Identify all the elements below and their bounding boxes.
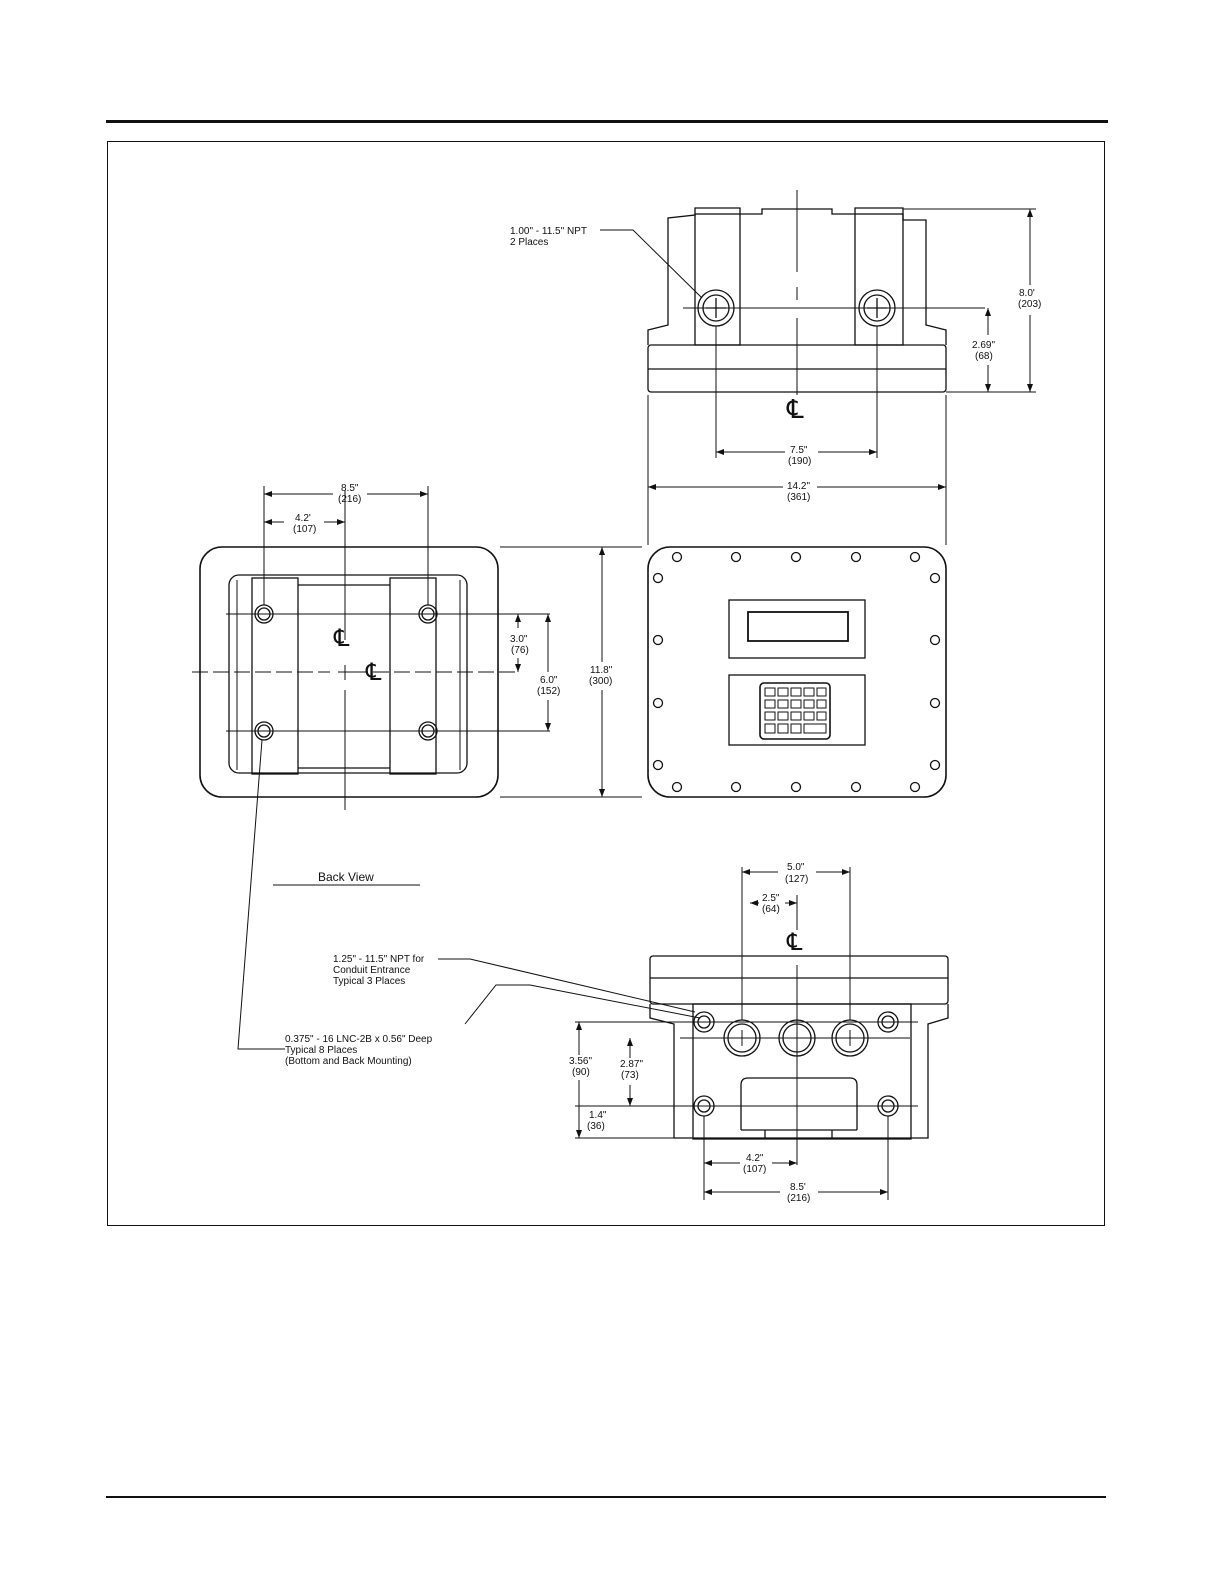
bottom-half-width-dim: 4.2" xyxy=(746,1153,764,1164)
tap-label-line2: Typical 8 Places xyxy=(285,1045,357,1056)
back-hole-height-dim: 6.0" xyxy=(540,675,558,686)
top-hole-spacing-dim-mm: (190) xyxy=(788,456,811,467)
back-view: ℄ ℄ 8.5" (216) 4.2' (107) 3.0" (76) 6.0"… xyxy=(192,483,642,886)
bottom-depth-upper-dim-mm: (73) xyxy=(621,1070,639,1081)
bottom-width-dim: 8.5' xyxy=(790,1182,806,1193)
top-npt-label-line1: 1.00" - 11.5" NPT xyxy=(510,226,587,237)
conduit-label-line1: 1.25" - 11.5" NPT for xyxy=(333,954,425,965)
back-height-dim: 11.8" xyxy=(590,665,613,676)
top-width-dim-mm: (361) xyxy=(787,492,810,503)
bottom-width-dim-mm: (216) xyxy=(787,1193,810,1204)
tap-label-line1: 0.375" - 16 LNC-2B x 0.56" Deep xyxy=(285,1034,433,1045)
top-npt-label-line2: 2 Places xyxy=(510,237,548,248)
top-hole-height-dim-mm: (68) xyxy=(975,351,993,362)
top-width-dim: 14.2" xyxy=(787,481,810,492)
bottom-half-spacing-dim-mm: (64) xyxy=(762,904,780,915)
back-hole-height-dim-mm: (152) xyxy=(537,686,560,697)
bottom-view: ℄ 5.0" (127) 2.5" (64) 1.25" - 11.5" NPT… xyxy=(237,739,949,1204)
back-height-dim-mm: (300) xyxy=(589,676,612,687)
conduit-label-line3: Typical 3 Places xyxy=(333,976,405,987)
footer-rule xyxy=(106,1496,1106,1498)
front-view xyxy=(647,546,947,798)
back-centerline-vertical: ℄ xyxy=(333,625,350,652)
bottom-depth-lower-dim: 1.4" xyxy=(589,1110,607,1121)
keypad-keys xyxy=(764,687,827,734)
bottom-centerline-symbol: ℄ xyxy=(786,929,803,956)
back-width-dim: 8.5" xyxy=(341,483,359,494)
back-centerline-horizontal: ℄ xyxy=(365,659,382,686)
header-rule xyxy=(106,120,1108,123)
bottom-depth-total-dim: 3.56" xyxy=(569,1056,592,1067)
tap-label-line3: (Bottom and Back Mounting) xyxy=(285,1056,412,1067)
back-half-width-dim-mm: (107) xyxy=(293,524,316,535)
conduit-label-line2: Conduit Entrance xyxy=(333,965,411,976)
bottom-half-spacing-dim: 2.5" xyxy=(762,893,780,904)
bottom-half-width-dim-mm: (107) xyxy=(743,1164,766,1175)
bottom-depth-upper-dim: 2.87" xyxy=(620,1059,643,1070)
top-view: ℄ 1.00" - 11.5" NPT 2 Places 8.0' (203) … xyxy=(510,190,1041,545)
back-half-height-dim-mm: (76) xyxy=(511,645,529,656)
drawing-frame xyxy=(107,141,1105,1226)
bottom-spacing-dim: 5.0" xyxy=(787,862,805,873)
top-height-dim-mm: (203) xyxy=(1018,299,1041,310)
back-width-dim-mm: (216) xyxy=(338,494,361,505)
back-half-height-dim: 3.0" xyxy=(510,634,528,645)
bottom-depth-lower-dim-mm: (36) xyxy=(587,1121,605,1132)
front-bolts xyxy=(652,551,941,793)
back-half-width-dim: 4.2' xyxy=(295,513,311,524)
bottom-spacing-dim-mm: (127) xyxy=(785,874,808,885)
bottom-depth-total-dim-mm: (90) xyxy=(572,1067,590,1078)
top-hole-height-dim: 2.69" xyxy=(972,340,995,351)
top-centerline-symbol: ℄ xyxy=(786,394,804,424)
back-view-title: Back View xyxy=(318,870,374,884)
top-hole-spacing-dim: 7.5" xyxy=(790,445,808,456)
top-height-dim: 8.0' xyxy=(1019,288,1035,299)
